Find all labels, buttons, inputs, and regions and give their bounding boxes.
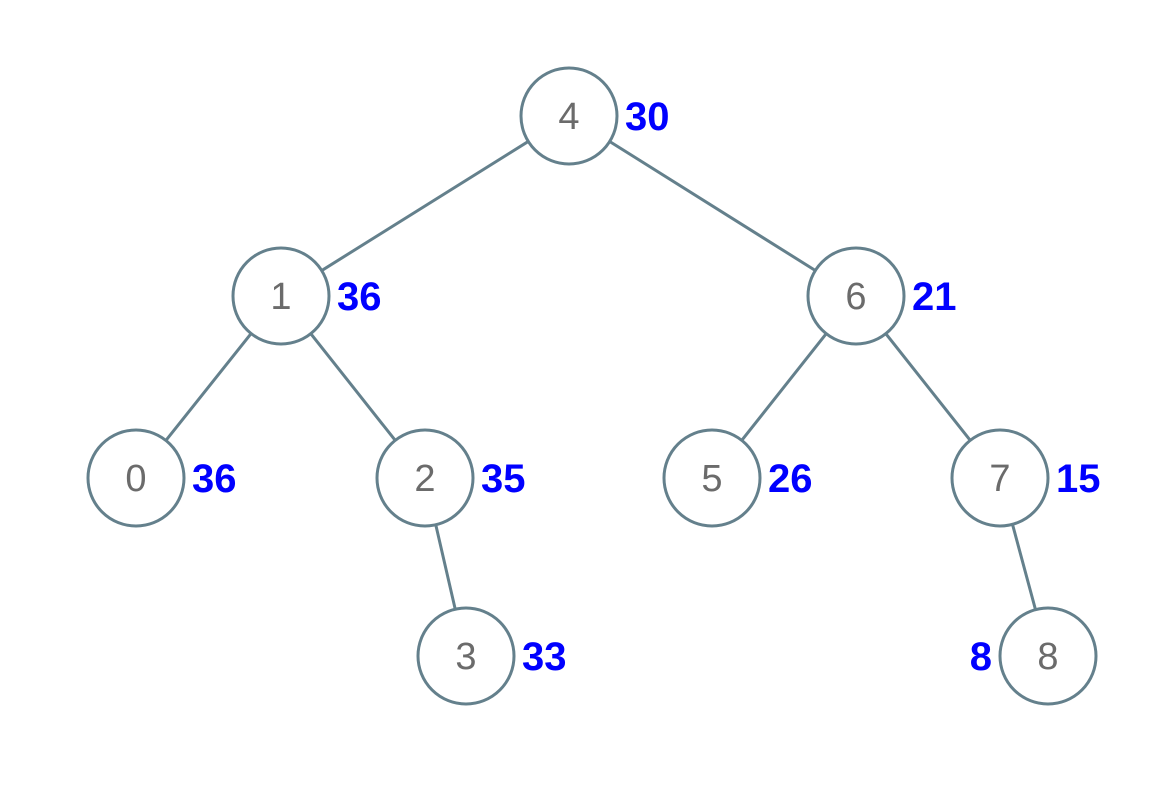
node-circle-2[interactable] <box>375 428 475 528</box>
node-label-8: 8 <box>970 635 992 679</box>
node-label-4: 30 <box>625 95 670 139</box>
node-circle-5[interactable] <box>662 428 762 528</box>
node-id-4: 4 <box>558 96 579 138</box>
node-label-1: 36 <box>337 275 382 319</box>
tree-node-0[interactable]: 0 36 <box>86 428 237 528</box>
node-circle-7[interactable] <box>950 428 1050 528</box>
node-id-2: 2 <box>414 458 435 500</box>
node-label-2: 35 <box>481 457 526 501</box>
node-circle-8[interactable] <box>998 606 1098 706</box>
node-id-5: 5 <box>701 458 722 500</box>
node-circle-3[interactable] <box>416 606 516 706</box>
node-circle-0[interactable] <box>86 428 186 528</box>
tree-edge-1-2 <box>309 332 397 442</box>
tree-node-7[interactable]: 7 15 <box>950 428 1101 528</box>
node-label-6: 21 <box>912 275 957 319</box>
node-label-7: 15 <box>1056 457 1101 501</box>
node-id-3: 3 <box>455 636 476 678</box>
tree-edge-2-3 <box>434 523 457 611</box>
tree-edge-4-6 <box>608 140 817 272</box>
node-id-6: 6 <box>845 276 866 318</box>
node-circle-6[interactable] <box>806 246 906 346</box>
tree-node-2[interactable]: 2 35 <box>375 428 526 528</box>
tree-edge-4-1 <box>320 139 530 273</box>
node-circle-4[interactable] <box>519 66 619 166</box>
node-circle-1[interactable] <box>231 246 331 346</box>
tree-node-4[interactable]: 4 30 <box>519 66 670 166</box>
node-id-1: 1 <box>270 276 291 318</box>
node-label-3: 33 <box>522 635 567 679</box>
tree-edge-6-7 <box>884 332 972 442</box>
node-id-0: 0 <box>125 458 146 500</box>
tree-node-8[interactable]: 88 <box>970 606 1098 706</box>
tree-edge-1-0 <box>164 332 253 442</box>
node-id-8: 8 <box>1037 636 1058 678</box>
tree-node-1[interactable]: 1 36 <box>231 246 382 346</box>
edge-layer <box>164 139 1038 612</box>
tree-node-5[interactable]: 5 26 <box>662 428 813 528</box>
node-label-5: 26 <box>768 457 813 501</box>
tree-node-6[interactable]: 6 21 <box>806 246 957 346</box>
node-id-7: 7 <box>989 458 1010 500</box>
tree-edge-7-8 <box>1010 522 1038 612</box>
node-label-0: 36 <box>192 457 237 501</box>
tree-edge-6-5 <box>740 332 828 442</box>
